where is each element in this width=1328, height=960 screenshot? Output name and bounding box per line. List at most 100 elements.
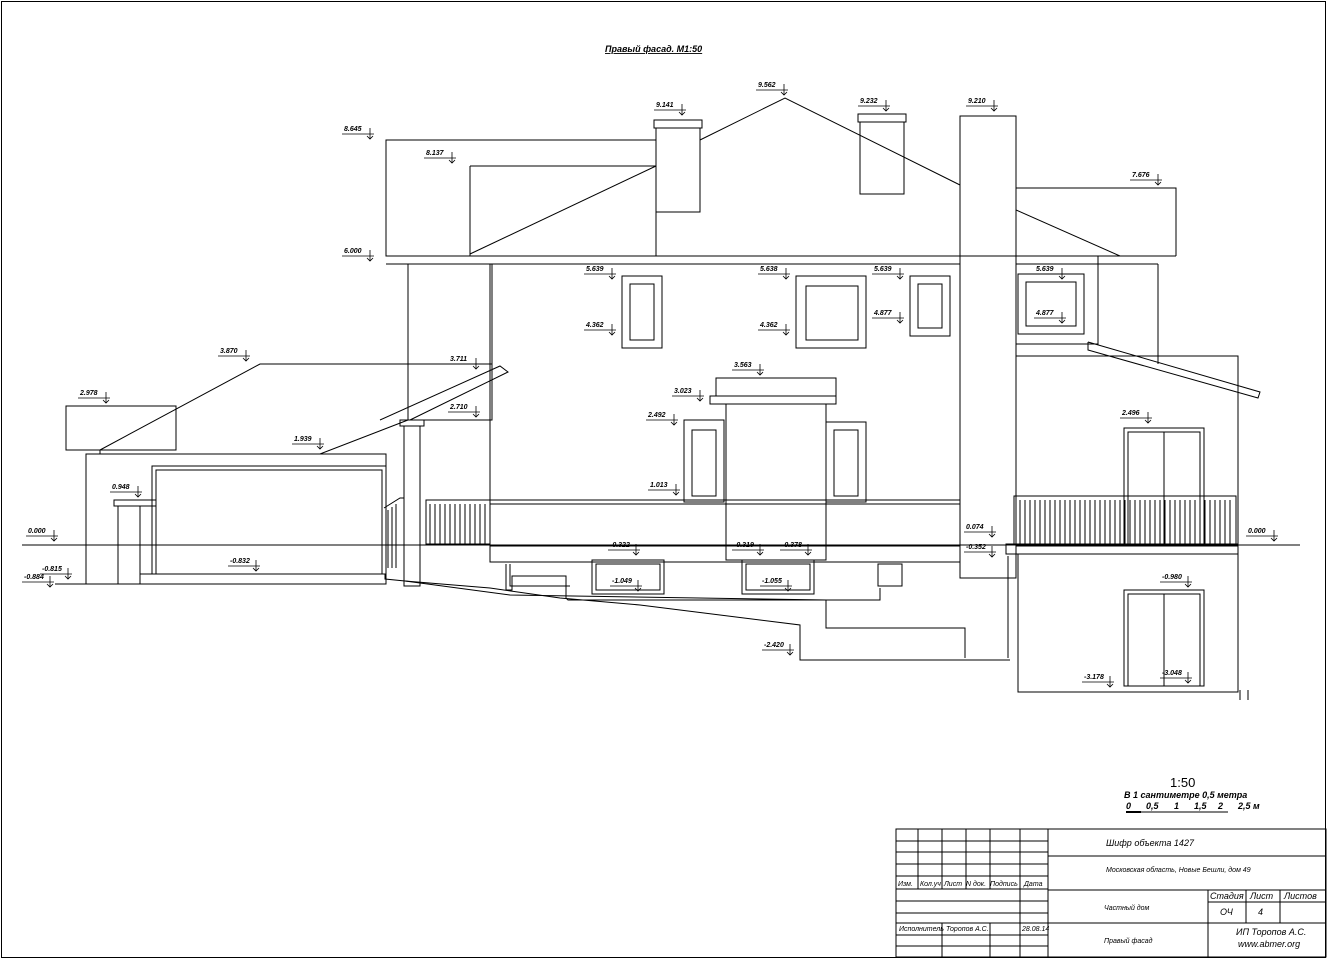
level-label: -1.049 [612, 578, 632, 585]
project-address: Московская область, Новые Бешли, дом 49 [1106, 866, 1251, 874]
level-arrow [758, 268, 790, 280]
garage-door [155, 469, 383, 575]
level-label: 1.013 [650, 482, 668, 489]
level-arrow [1082, 676, 1114, 688]
stage-value: ОЧ [1220, 907, 1234, 917]
window-lower-1 [691, 429, 717, 497]
scale-tick-label: 1,5 [1194, 801, 1208, 811]
level-mark: 0.948 [110, 484, 142, 498]
level-mark: 3.711 [448, 356, 480, 370]
level-label: 8.645 [344, 126, 362, 133]
porch-column [403, 425, 421, 587]
level-label: 3.870 [220, 348, 238, 355]
window-lower-1-frame [683, 419, 725, 503]
level-label: 5.639 [1036, 266, 1054, 273]
level-arrow [1034, 312, 1066, 324]
level-label: -0.322 [610, 542, 630, 549]
level-mark: 6.000 [342, 248, 374, 262]
level-mark: -0.815 [40, 566, 72, 580]
terrain-line [55, 573, 1010, 661]
level-mark: -0.884 [22, 574, 54, 588]
level-mark: 9.562 [756, 82, 788, 96]
garage-roof-parapet [65, 405, 177, 451]
level-mark: 9.141 [654, 102, 686, 116]
level-mark: 5.639 [872, 266, 904, 280]
level-arrow [342, 128, 374, 140]
level-label: 9.232 [860, 98, 878, 105]
level-label: 2.496 [1121, 410, 1140, 417]
level-arrow [1160, 576, 1192, 588]
level-label: 2.710 [449, 404, 468, 411]
scale-tick-label: 0 [1126, 801, 1131, 811]
level-mark: -3.048 [1160, 670, 1192, 684]
title-block-text: Изм. Кол.уч Лист N док. Подпись Дата Исп… [898, 838, 1317, 949]
window-right-upper [1025, 281, 1077, 327]
level-arrow [584, 268, 616, 280]
level-arrow [648, 484, 680, 496]
level-label: 4.362 [585, 322, 604, 329]
level-arrow [872, 312, 904, 324]
sheet-label: Лист [1249, 891, 1274, 901]
porch-column-cap [399, 419, 425, 427]
level-label: -0.378 [782, 542, 802, 549]
sheets-label: Листов [1283, 891, 1317, 901]
basement-wall [489, 503, 961, 547]
level-mark: 1.939 [292, 436, 324, 450]
level-label: 4.877 [1035, 310, 1055, 317]
level-mark: 7.676 [1130, 172, 1162, 186]
stair-railing [383, 497, 405, 560]
level-arrow [780, 544, 812, 556]
company-website: www.abmer.org [1238, 939, 1300, 949]
drawing-name: Правый фасад [1104, 937, 1153, 945]
chimney-tall [959, 115, 1017, 579]
header-podpis: Подпись [990, 880, 1018, 888]
level-label: 3.711 [450, 356, 467, 363]
level-arrow [448, 406, 480, 418]
level-label: -3.178 [1084, 674, 1104, 681]
sheet-value: 4 [1258, 907, 1263, 917]
header-kol-uch: Кол.уч [920, 881, 941, 888]
basement-lower [489, 545, 961, 563]
level-arrow [22, 576, 54, 588]
level-label: 0.074 [966, 524, 984, 531]
level-arrow [964, 526, 996, 538]
level-arrow [672, 390, 704, 402]
level-label: 2.492 [647, 412, 666, 419]
porch-roof [379, 365, 509, 421]
scale-tick-label: 0,5 [1146, 801, 1160, 811]
level-arrow [608, 544, 640, 556]
level-mark: 5.639 [1034, 266, 1066, 280]
window-upper-2 [805, 285, 859, 341]
level-mark: 4.362 [584, 322, 616, 336]
window-upper-1 [629, 283, 655, 341]
bay-frieze [709, 395, 837, 405]
left-wing-wall [407, 263, 493, 421]
level-arrow [654, 104, 686, 116]
right-lower-roof [1087, 341, 1261, 399]
level-mark: 5.638 [758, 266, 790, 280]
level-arrow [1160, 672, 1192, 684]
level-arrow [110, 486, 142, 498]
level-mark: 5.639 [584, 266, 616, 280]
garage-column [117, 505, 141, 585]
level-mark: 9.210 [966, 98, 998, 112]
window-lower-2-frame [825, 421, 867, 503]
level-arrow [1246, 530, 1278, 542]
level-arrow [40, 568, 72, 580]
building-elevation [22, 97, 1300, 700]
window-upper-2-frame [795, 275, 867, 349]
chimney-left [655, 127, 701, 213]
level-arrow [1034, 268, 1066, 280]
level-label: 0.000 [28, 528, 46, 535]
level-label: 0.000 [1248, 528, 1266, 535]
level-arrow [584, 324, 616, 336]
level-mark: 2.496 [1120, 410, 1152, 424]
scale-tick-label: 2,5 м [1237, 801, 1260, 811]
garage-roof [99, 363, 492, 451]
level-label: 1.939 [294, 436, 312, 443]
level-mark: 8.645 [342, 126, 374, 140]
